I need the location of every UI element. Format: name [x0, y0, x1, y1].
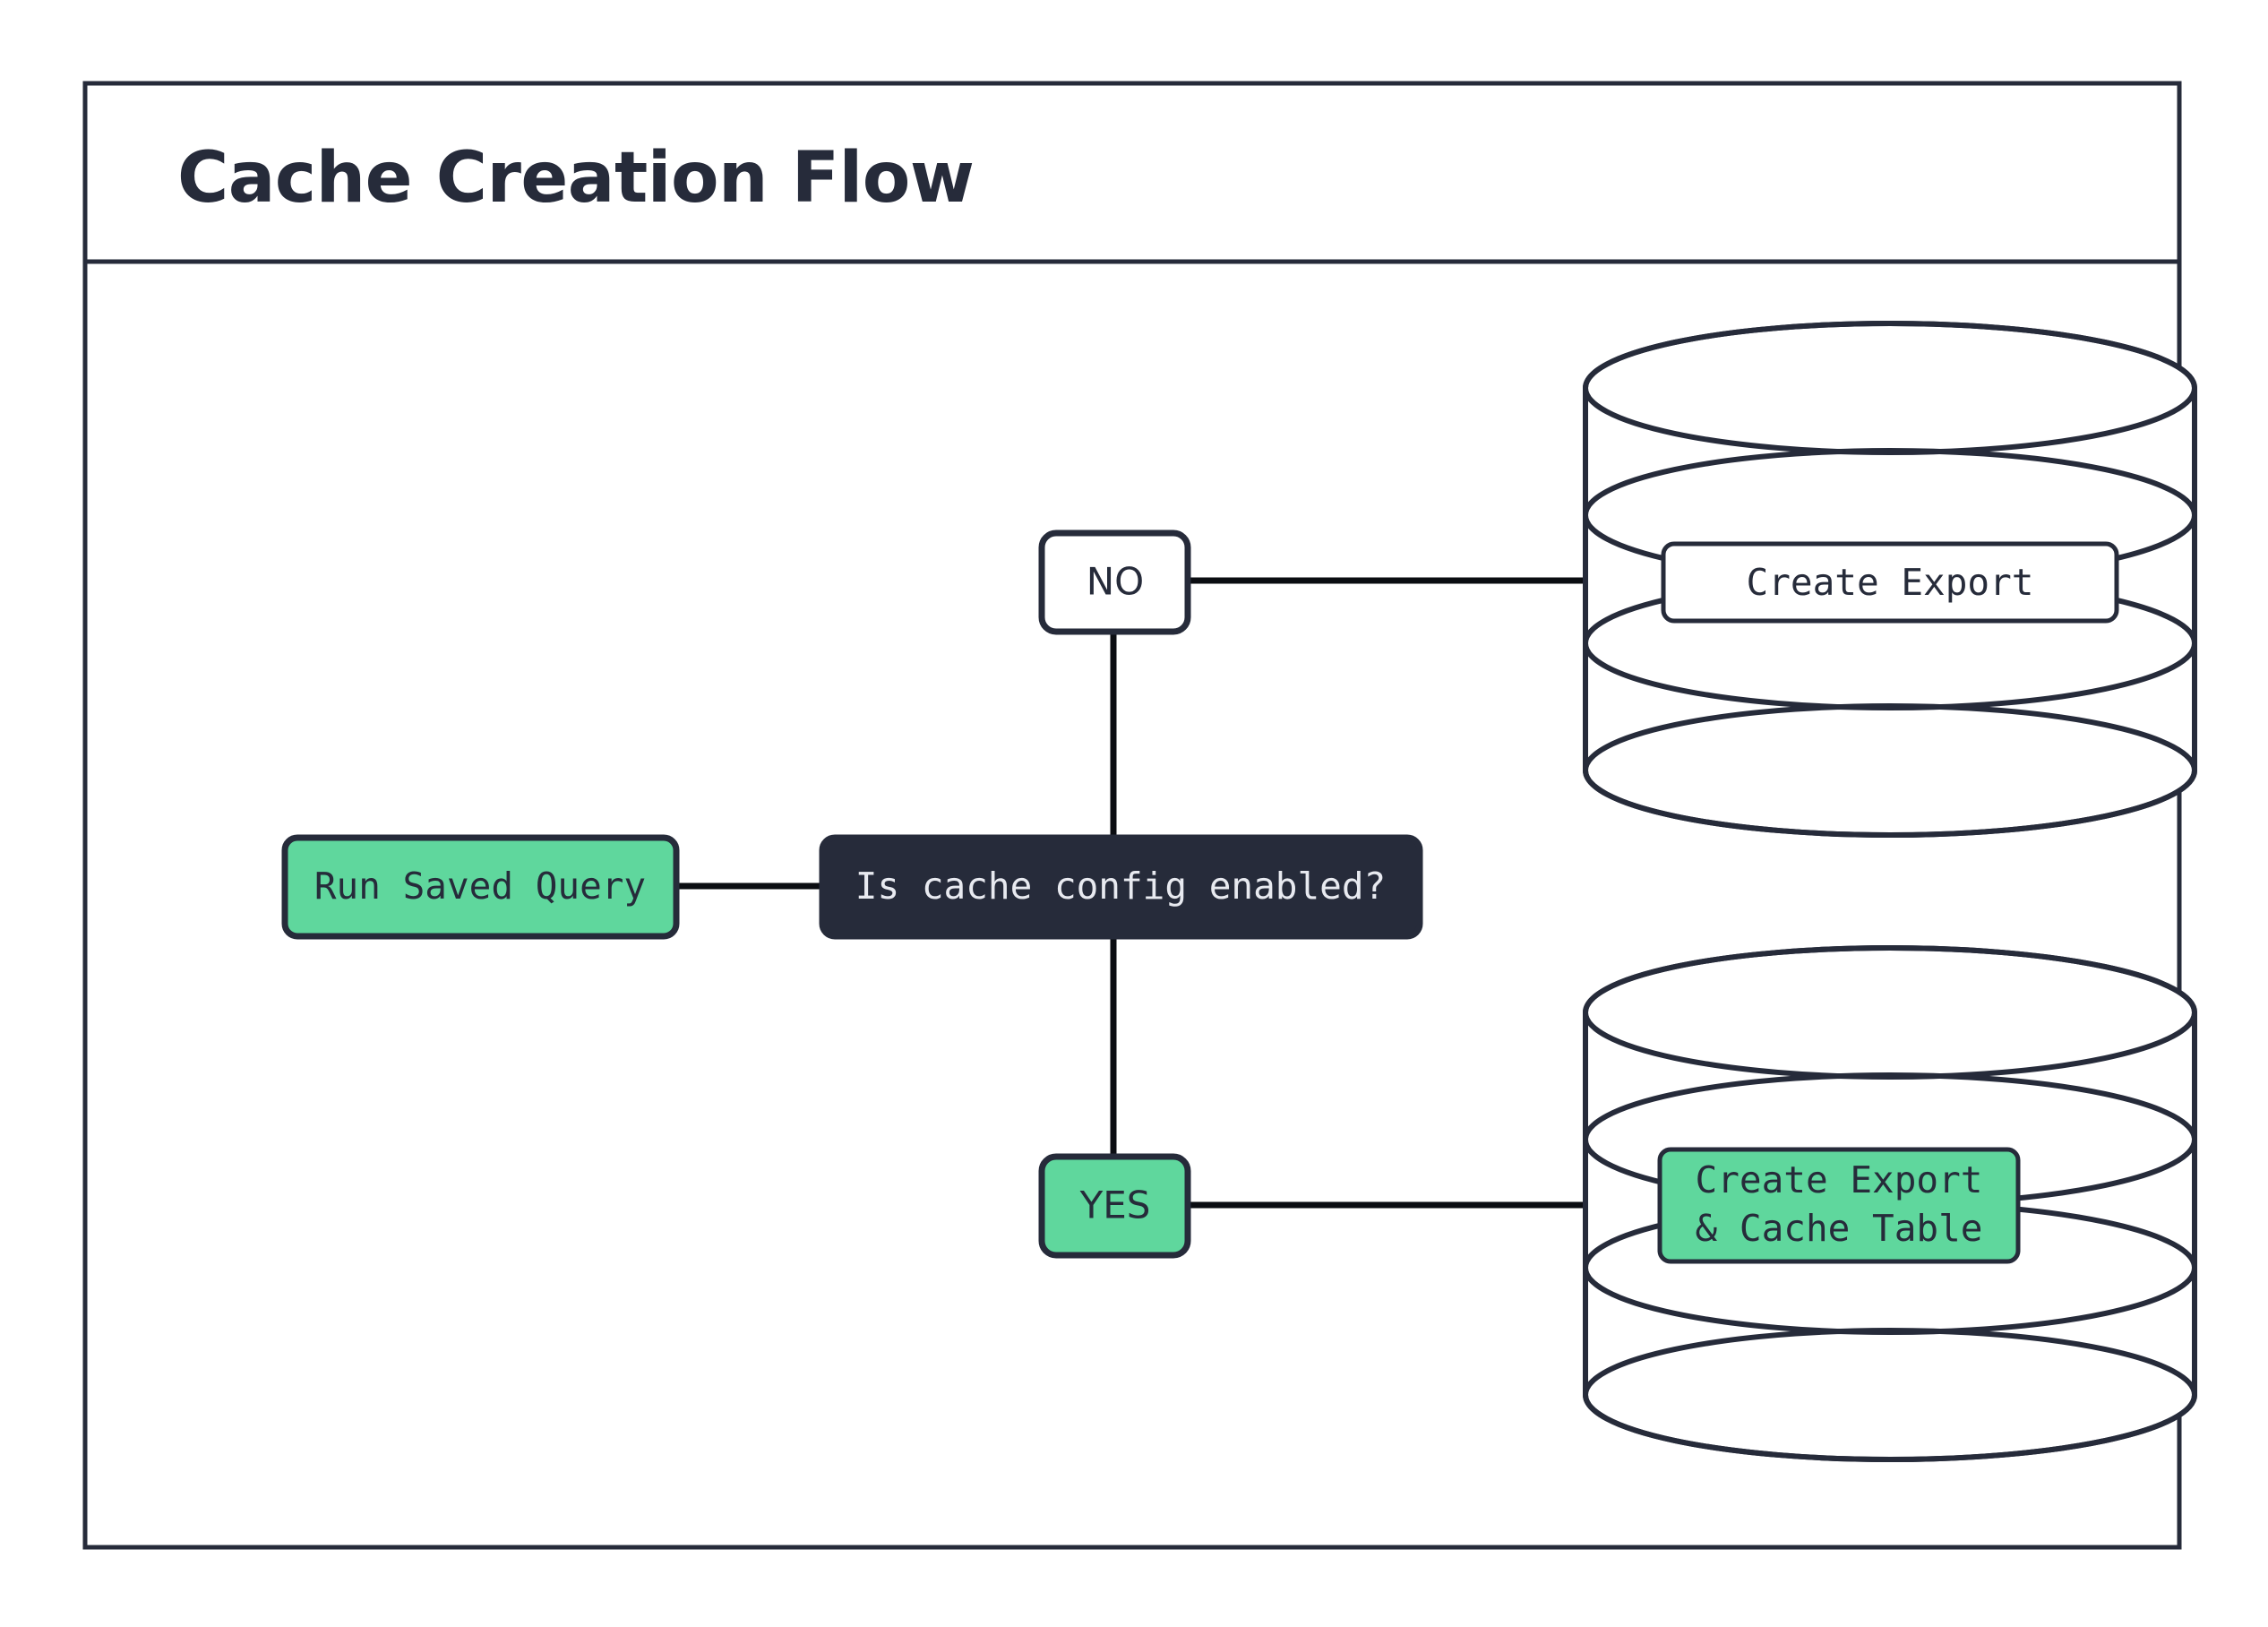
- branch-yes-label: YES: [1079, 1184, 1151, 1227]
- database-export-cylinder[interactable]: Create Export: [1583, 321, 2197, 838]
- database-export-cache-ring-4: [1583, 1328, 2197, 1462]
- database-export-label-plate: [1661, 541, 2119, 624]
- run-saved-query-label: Run Saved Query: [314, 865, 646, 908]
- node-branch-yes[interactable]: YES: [1038, 1153, 1191, 1259]
- decision-box: [819, 834, 1423, 940]
- node-is-cache-config-enabled[interactable]: Is cache config enabled?: [819, 834, 1423, 940]
- node-run-saved-query[interactable]: Run Saved Query: [281, 834, 680, 940]
- decision-label: Is cache config enabled?: [855, 865, 1386, 908]
- database-export-cache-label-plate: [1657, 1147, 2021, 1264]
- database-export-cache-label-line2: & Cache Table: [1696, 1207, 1983, 1250]
- database-export-label: Create Export: [1747, 561, 2034, 604]
- database-export-ring-4: [1583, 703, 2197, 838]
- branch-no-label: NO: [1087, 560, 1144, 604]
- run-saved-query-box: [281, 834, 680, 940]
- node-branch-no[interactable]: NO: [1038, 529, 1191, 635]
- branch-yes-box: [1038, 1153, 1191, 1259]
- database-export-cache-cylinder[interactable]: Create Export & Cache Table: [1583, 945, 2197, 1462]
- branch-no-box: [1038, 529, 1191, 635]
- page-title: Cache Creation Flow: [177, 138, 974, 219]
- database-export-cache-label-line1: Create Export: [1696, 1158, 1983, 1201]
